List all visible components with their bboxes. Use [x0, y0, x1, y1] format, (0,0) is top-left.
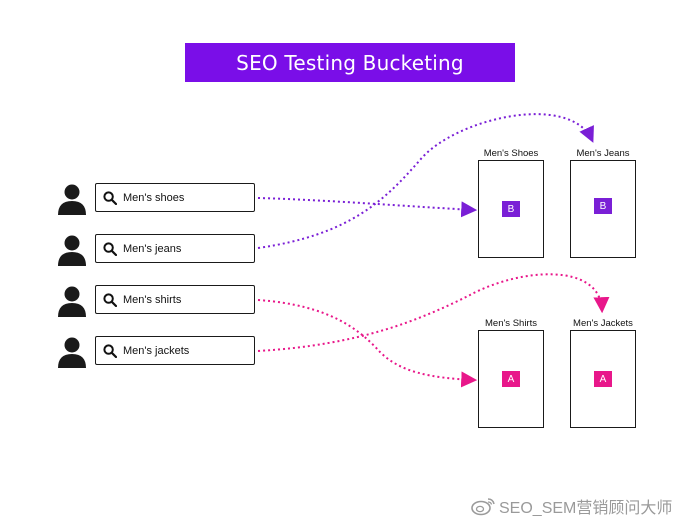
page-label: Men's Jackets [573, 318, 633, 329]
watermark: SEO_SEM营销顾问大师 [470, 494, 698, 518]
person-icon [58, 286, 86, 317]
user-search-row: Men's shirts [56, 285, 258, 317]
user-search-row: Men's jackets [56, 336, 258, 368]
diagram-title: SEO Testing Bucketing [185, 43, 515, 82]
page-box: A [478, 330, 544, 428]
arrow-jackets-to-jackets [257, 273, 610, 352]
page-label: Men's Shoes [483, 148, 539, 159]
search-icon [103, 292, 117, 307]
person-icon [58, 184, 86, 215]
user-search-row: Men's jeans [56, 234, 258, 266]
search-query: Men's shirts [123, 293, 182, 306]
user-search-row: Men's shoes [56, 183, 258, 215]
page-label: Men's Shirts [485, 318, 537, 329]
page-box: B [478, 160, 544, 258]
page-label: Men's Jeans [576, 148, 630, 159]
page-box: B [570, 160, 636, 258]
bucket-badge: B [594, 198, 612, 214]
bucket-badge: A [594, 371, 612, 387]
bucket-badge: B [502, 201, 520, 217]
person-icon [58, 235, 86, 266]
bucket-badge: A [502, 371, 520, 387]
search-icon [103, 190, 117, 205]
search-input[interactable]: Men's jeans [95, 234, 255, 263]
page-box: A [570, 330, 636, 428]
search-input[interactable]: Men's shoes [95, 183, 255, 212]
arrow-shoes-to-shoes [257, 197, 478, 218]
search-icon [103, 343, 117, 358]
search-query: Men's shoes [123, 191, 185, 204]
search-icon [103, 241, 117, 256]
arrow-shirts-to-shirts [257, 299, 478, 388]
search-query: Men's jackets [123, 344, 190, 357]
search-input[interactable]: Men's jackets [95, 336, 255, 365]
search-input[interactable]: Men's shirts [95, 285, 255, 314]
watermark-text: SEO_SEM营销顾问大师 [499, 500, 673, 517]
person-icon [58, 337, 86, 368]
weibo-logo-icon [471, 498, 495, 516]
search-query: Men's jeans [123, 242, 182, 255]
